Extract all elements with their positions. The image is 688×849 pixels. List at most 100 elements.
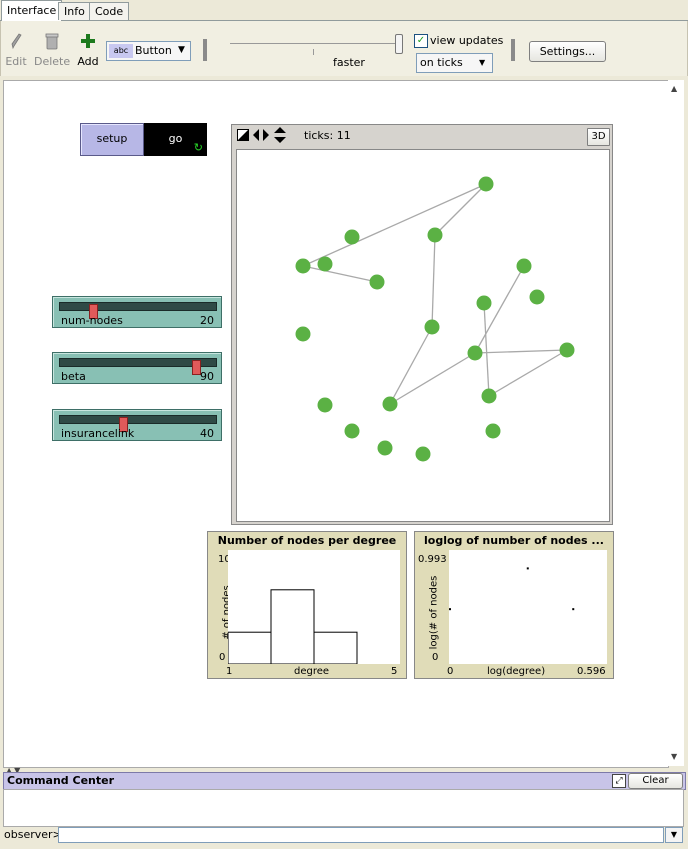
node[interactable] <box>485 423 501 439</box>
node[interactable] <box>529 289 545 305</box>
x-max-label: 0.596 <box>577 666 606 677</box>
scroll-down-icon[interactable]: ▼ <box>671 752 678 761</box>
command-input[interactable] <box>58 827 664 843</box>
node[interactable] <box>317 397 333 413</box>
delete-button[interactable]: Delete <box>34 32 70 68</box>
view-updates-label: view updates <box>430 34 504 47</box>
node[interactable] <box>481 388 497 404</box>
horizontal-arrows-icon[interactable] <box>253 129 269 141</box>
widget-type-select[interactable]: abc Button ▼ <box>106 41 191 61</box>
chevron-down-icon: ▼ <box>178 45 185 55</box>
slider-beta[interactable]: beta 90 <box>52 352 222 384</box>
link <box>431 234 436 328</box>
command-input-row: observer> ▼ <box>3 827 684 843</box>
history-dropdown-icon[interactable]: ▼ <box>665 827 683 843</box>
node[interactable] <box>516 258 532 274</box>
node[interactable] <box>415 446 431 462</box>
node[interactable] <box>559 342 575 358</box>
node[interactable] <box>382 396 398 412</box>
3d-button[interactable]: 3D <box>587 128 610 146</box>
x-max-label: 5 <box>391 666 398 677</box>
plot-title: loglog of number of nodes ... <box>424 534 604 547</box>
degree-plot[interactable]: Number of nodes per degree # of nodes 10… <box>207 531 407 679</box>
command-center-title: Command Center <box>7 774 115 787</box>
tab-info[interactable]: Info <box>58 2 91 20</box>
slider-insurancelink[interactable]: insurancelink 40 <box>52 409 222 441</box>
node[interactable] <box>295 326 311 342</box>
slider-value: 90 <box>200 370 214 383</box>
slider-track[interactable] <box>59 302 217 319</box>
view-header: ticks: 11 3D <box>232 125 612 147</box>
slider-name: insurancelink <box>61 427 135 440</box>
node[interactable] <box>344 229 360 245</box>
update-mode-select[interactable]: on ticks ▼ <box>416 53 493 73</box>
node[interactable] <box>478 176 494 192</box>
scatter-point <box>572 608 575 611</box>
node[interactable] <box>427 227 443 243</box>
splitter-arrows-icon[interactable]: ▲▼ <box>6 766 23 775</box>
command-output[interactable] <box>3 789 684 827</box>
settings-button[interactable]: Settings... <box>529 41 606 62</box>
add-label: Add <box>77 55 99 68</box>
node[interactable] <box>377 440 393 456</box>
widget-type-value: Button <box>135 44 172 57</box>
expand-icon[interactable]: ⤢ <box>612 774 626 788</box>
speed-slider-track[interactable] <box>230 43 400 44</box>
scatter-point <box>526 567 529 570</box>
link <box>488 349 568 397</box>
x-axis-label: log(degree) <box>487 666 546 677</box>
plot-title: Number of nodes per degree <box>217 534 397 547</box>
slider-track[interactable] <box>59 415 217 432</box>
slider-track[interactable] <box>59 358 217 375</box>
y-max-label: 0.993 <box>418 554 447 565</box>
scroll-up-icon[interactable]: ▲ <box>671 84 678 93</box>
slider-value: 40 <box>200 427 214 440</box>
loglog-plot[interactable]: loglog of number of nodes ... log(# of n… <box>414 531 614 679</box>
agent-prompt[interactable]: observer> <box>4 828 62 841</box>
world-canvas[interactable] <box>236 149 610 522</box>
links-layer <box>302 183 568 405</box>
link <box>389 352 476 405</box>
histogram-svg <box>227 589 358 665</box>
view-updates-checkbox[interactable]: ✓ <box>414 34 428 48</box>
node[interactable] <box>476 295 492 311</box>
shape-toggle-icon[interactable] <box>237 129 249 141</box>
toolbar-separator <box>511 39 515 61</box>
plot-area <box>449 550 607 664</box>
node[interactable] <box>467 345 483 361</box>
slider-thumb[interactable] <box>89 304 99 319</box>
clear-button[interactable]: Clear <box>628 773 683 789</box>
pencil-icon <box>11 33 22 50</box>
node[interactable] <box>369 274 385 290</box>
slider-name: num-nodes <box>61 314 123 327</box>
setup-button[interactable]: setup <box>80 123 144 156</box>
slider-num-nodes[interactable]: num-nodes 20 <box>52 296 222 328</box>
slider-thumb[interactable] <box>192 360 202 375</box>
edit-button[interactable]: Edit <box>5 32 27 68</box>
node[interactable] <box>344 423 360 439</box>
chevron-down-icon: ▼ <box>479 58 486 67</box>
y-min-label: 0 <box>432 652 439 663</box>
slider-thumb[interactable] <box>118 417 128 432</box>
tab-code[interactable]: Code <box>89 2 130 20</box>
vertical-arrows-icon[interactable] <box>274 127 286 143</box>
node[interactable] <box>317 256 333 272</box>
tab-interface[interactable]: Interface <box>1 0 63 21</box>
toolbar: Edit Delete Add abc Button ▼ faster ✓ vi… <box>0 21 688 76</box>
scatter-point <box>449 608 451 611</box>
node[interactable] <box>424 319 440 335</box>
tab-bar: Interface Info Code <box>0 0 688 21</box>
x-axis-label: degree <box>294 666 330 677</box>
go-button[interactable]: go ↻ <box>144 123 207 156</box>
x-min-label: 1 <box>226 666 233 677</box>
add-button[interactable]: Add <box>76 32 100 68</box>
slider-name: beta <box>61 370 86 383</box>
vertical-scrollbar[interactable]: ▲ ▼ <box>668 80 684 766</box>
scatter-svg <box>449 567 575 611</box>
link <box>389 326 433 405</box>
nodes-layer <box>295 176 575 462</box>
link <box>474 265 525 354</box>
speed-slider-thumb[interactable] <box>395 34 403 54</box>
y-axis-label: log(# of nodes <box>428 575 440 650</box>
node[interactable] <box>295 258 311 274</box>
